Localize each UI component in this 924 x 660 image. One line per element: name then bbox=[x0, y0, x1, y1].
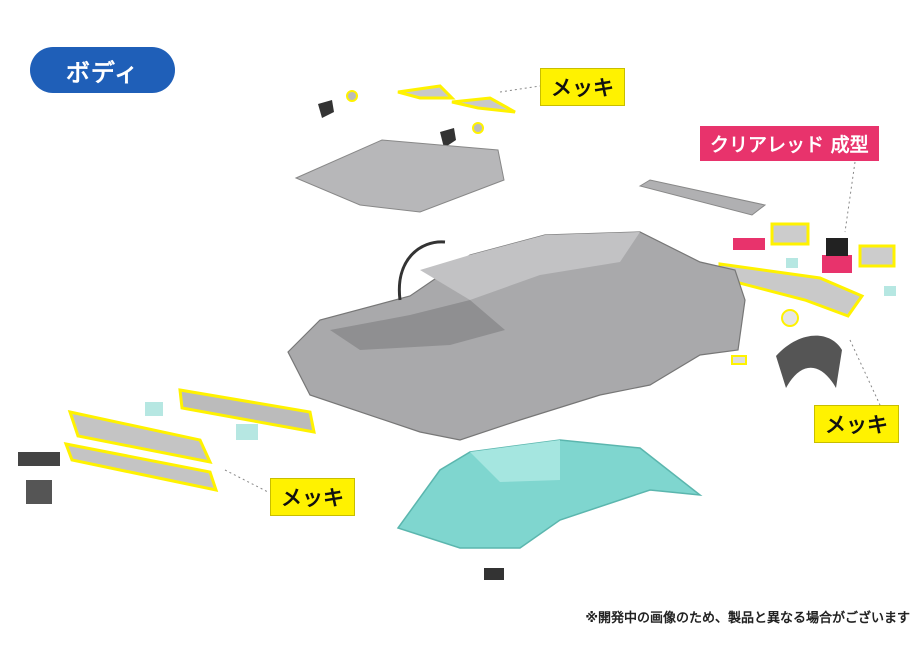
label-chrome-left: メッキ bbox=[270, 478, 355, 516]
chrome-rain-gutter-parts bbox=[346, 84, 516, 134]
label-chrome-right: メッキ bbox=[814, 405, 899, 443]
label-clear-red: クリアレッド 成型 bbox=[700, 126, 879, 161]
disclaimer-footnote: ※開発中の画像のため、製品と異なる場合がございます bbox=[585, 611, 910, 626]
section-title: ボディ bbox=[30, 47, 175, 93]
label-chrome-top: メッキ bbox=[540, 68, 625, 106]
